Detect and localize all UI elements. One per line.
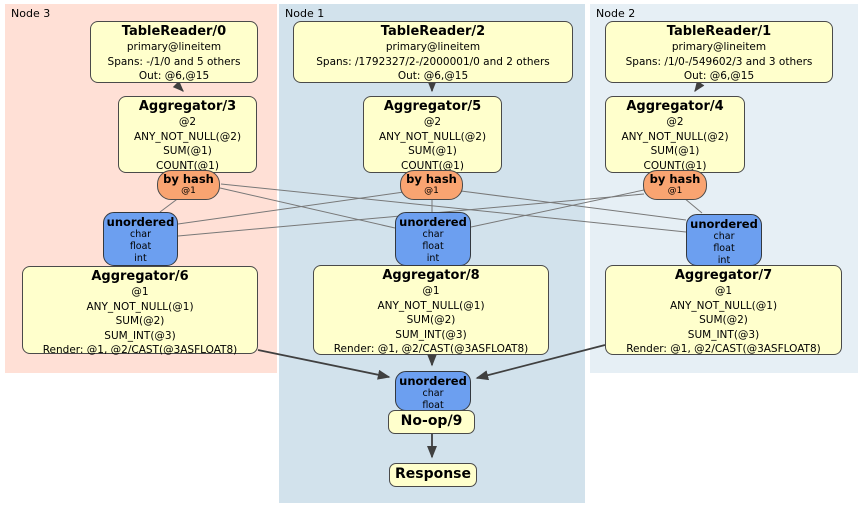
edge-tr1-agg4 xyxy=(694,80,705,93)
edge-hash3-sync2 xyxy=(220,183,687,233)
node-1-label: Node 1 xyxy=(285,7,325,20)
unordered-sync-final-label: unordered xyxy=(399,374,467,388)
unordered-sync-node1-label: unordered xyxy=(399,215,467,229)
edge-agg6-finalsync xyxy=(257,349,391,380)
hash-router-node1-detail: @1 xyxy=(424,186,439,196)
hash-router-node2-label: by hash xyxy=(649,172,701,186)
response-title: Response xyxy=(394,466,472,482)
aggregator-4-title: Aggregator/4 xyxy=(626,99,724,114)
table-reader-2-title: TableReader/2 xyxy=(380,24,486,39)
aggregator-7-title: Aggregator/7 xyxy=(674,268,773,283)
hash-router-node2-detail: @1 xyxy=(667,186,683,196)
aggregator-8-title: Aggregator/8 xyxy=(382,268,480,283)
node-3-label: Node 3 xyxy=(11,7,51,20)
aggregator-3-title: Aggregator/3 xyxy=(138,99,237,114)
aggregator-5-title: Aggregator/5 xyxy=(383,99,482,114)
unordered-sync-node3-label: unordered xyxy=(106,215,175,229)
hash-router-node3: by hash @1 xyxy=(157,170,220,200)
noop-9-title: No-op/9 xyxy=(400,413,463,429)
unordered-sync-node2-label: unordered xyxy=(690,217,758,231)
table-reader-1-title: TableReader/1 xyxy=(666,24,772,39)
table-reader-0-title: TableReader/0 xyxy=(121,24,227,39)
hash-router-node1-label: by hash xyxy=(406,172,457,186)
edge-hash4-sync2 xyxy=(683,197,703,214)
hash-router-node3-detail: @1 xyxy=(181,186,196,196)
hash-router-node3-label: by hash xyxy=(163,172,214,186)
edge-hash5-sync3 xyxy=(177,191,405,225)
hash-router-node2: by hash @1 xyxy=(643,170,707,200)
node-2-label: Node 2 xyxy=(596,7,636,20)
noop-9-box: No-op/9 xyxy=(388,410,475,434)
hash-router-node1: by hash @1 xyxy=(400,170,463,200)
edge-tr0-agg3 xyxy=(172,80,184,92)
response-box: Response xyxy=(389,463,477,487)
edge-hash3-sync1 xyxy=(219,187,396,229)
aggregator-6-title: Aggregator/6 xyxy=(91,269,189,284)
edge-agg7-finalsync xyxy=(475,344,606,381)
